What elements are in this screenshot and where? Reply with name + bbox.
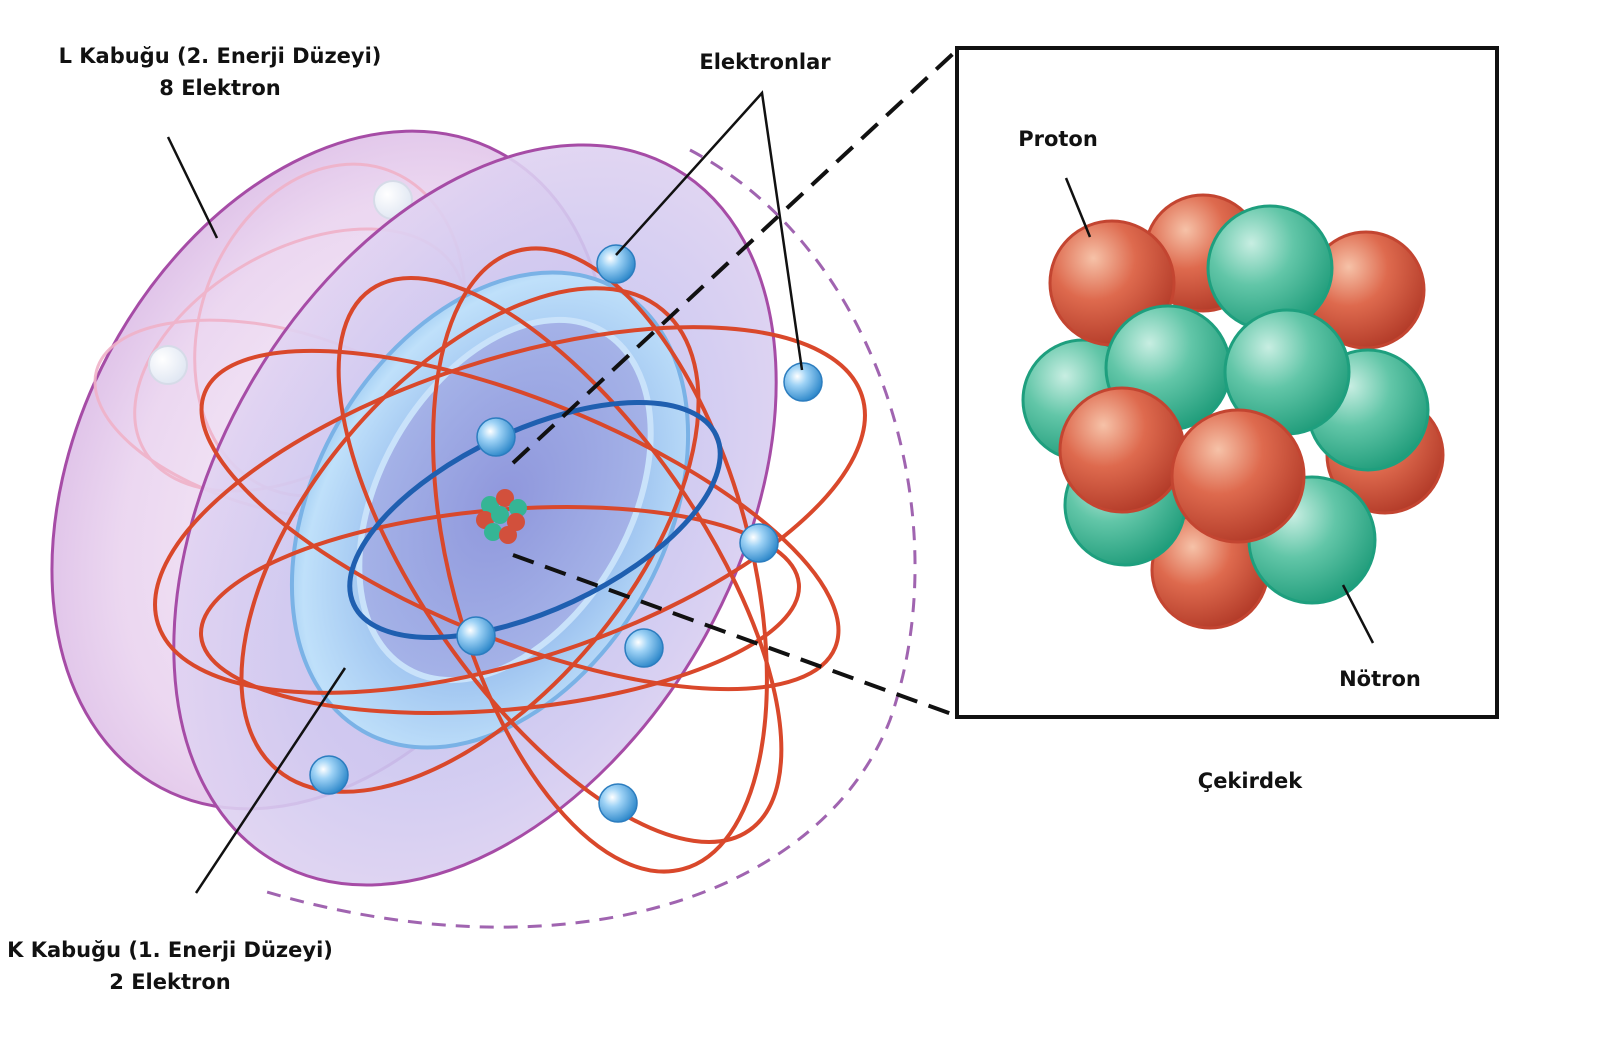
electron (477, 418, 515, 456)
l-shell-label-line1: L Kabuğu (2. Enerji Düzeyi) (30, 40, 410, 72)
nucleus-label: Çekirdek (1180, 765, 1320, 797)
neutron-label: Nötron (1325, 663, 1435, 695)
l-shell-label: L Kabuğu (2. Enerji Düzeyi) 8 Elektron (30, 40, 410, 104)
proton-label: Proton (1008, 123, 1108, 155)
proton (1172, 410, 1304, 542)
k-shell-label-line1: K Kabuğu (1. Enerji Düzeyi) (0, 934, 340, 966)
k-shell-label: K Kabuğu (1. Enerji Düzeyi) 2 Elektron (0, 934, 340, 998)
electron (310, 756, 348, 794)
electron (457, 617, 495, 655)
ghost-electron (149, 346, 187, 384)
electron (625, 629, 663, 667)
electron (599, 784, 637, 822)
electron (740, 524, 778, 562)
k-shell-label-line2: 2 Elektron (0, 966, 340, 998)
proton (1060, 388, 1184, 512)
electron (597, 245, 635, 283)
l-shell-label-line2: 8 Elektron (30, 72, 410, 104)
electrons-label: Elektronlar (680, 46, 850, 78)
leader-l-shell (168, 137, 217, 238)
